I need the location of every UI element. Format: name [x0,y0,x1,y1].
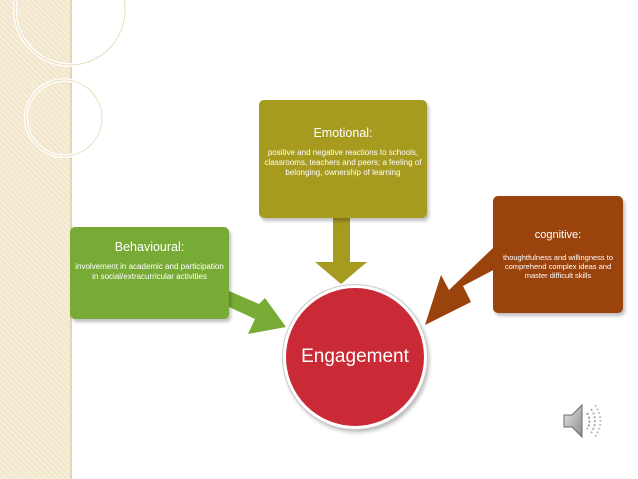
arrow-cognitive-to-engagement [425,248,501,325]
node-behavioural: Behavioural: involvement in academic and… [70,227,229,319]
node-cognitive: cognitive: thoughtfulness and willingnes… [493,196,623,313]
arrow-behavioural-to-engagement [229,291,286,334]
node-cognitive-title: cognitive: [534,229,582,241]
node-engagement-label: Engagement [301,346,409,367]
node-emotional-body: positive and negative reactions to schoo… [264,148,422,177]
node-emotional: Emotional: positive and negative reactio… [259,100,427,218]
node-behavioural-title: Behavioural: [114,240,185,254]
arrow-emotional-to-engagement [315,218,367,284]
node-engagement: Engagement [283,285,427,429]
decorative-circles [13,0,127,158]
node-cognitive-body: thoughtfulness and willingness to compre… [502,253,614,280]
node-emotional-title: Emotional: [313,126,373,140]
speaker-icon[interactable] [560,398,606,444]
node-behavioural-body: involvement in academic and participatio… [75,262,224,281]
